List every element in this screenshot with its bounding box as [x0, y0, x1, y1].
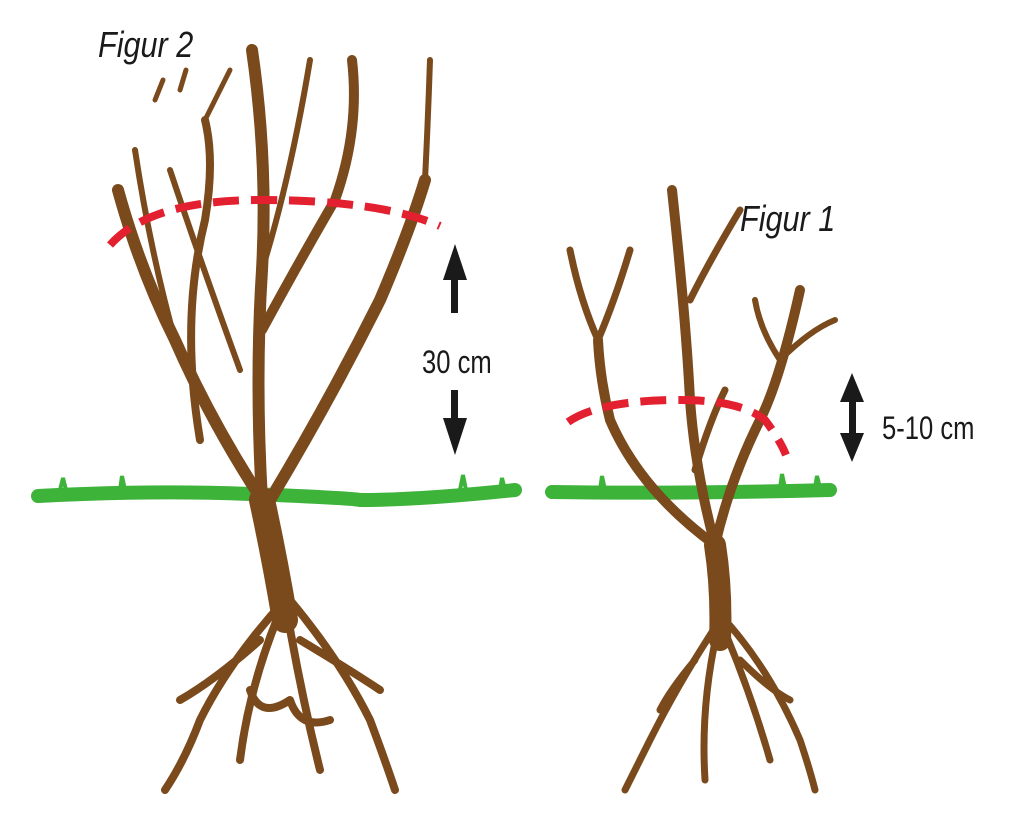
ground-grass [31, 473, 837, 508]
cut-line-figur-1 [565, 395, 790, 457]
tree-figur-2 [112, 44, 433, 794]
figur-1-title: Figur 1 [740, 198, 836, 239]
figur-2-title: Figur 2 [98, 24, 194, 65]
arrow-30cm [443, 244, 467, 455]
cut-line-figur-2 [107, 195, 442, 248]
arrow-5-10cm [840, 373, 864, 462]
height-label-30cm: 30 cm [422, 344, 492, 380]
height-label-5-10cm: 5-10 cm [882, 410, 975, 446]
